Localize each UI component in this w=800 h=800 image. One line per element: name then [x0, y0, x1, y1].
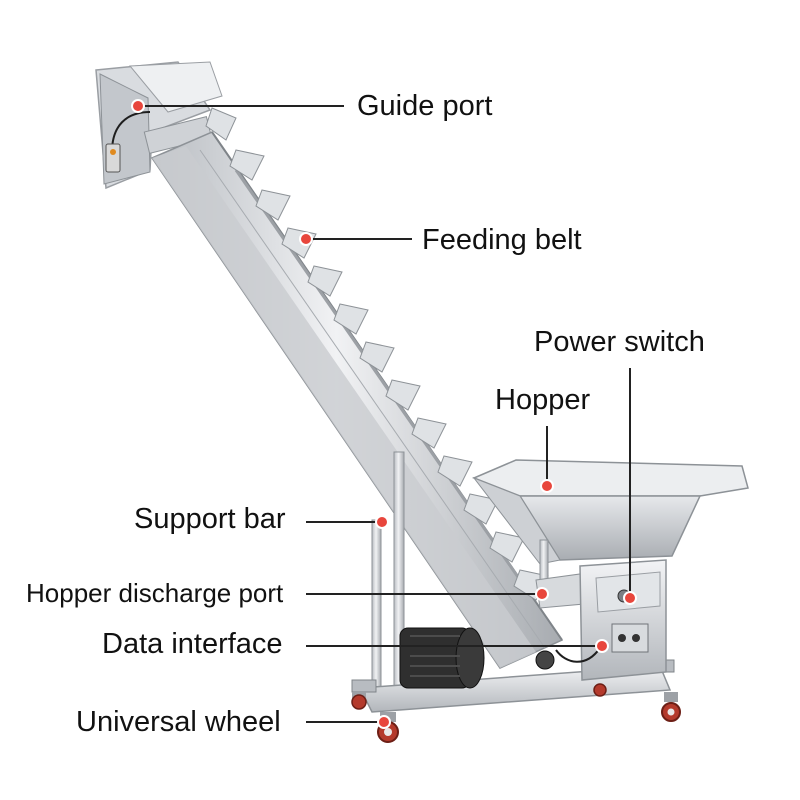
label-hopper-discharge-port: Hopper discharge port — [26, 578, 284, 608]
wheel-front-right — [661, 692, 681, 722]
wheel-back-left — [351, 692, 367, 710]
markers — [131, 99, 637, 729]
label-guide-port: Guide port — [357, 90, 493, 122]
label-feeding-belt: Feeding belt — [422, 224, 582, 256]
label-universal-wheel: Universal wheel — [76, 706, 281, 738]
label-power-switch: Power switch — [534, 326, 705, 358]
leader-lines — [138, 105, 631, 723]
marker-universal-wheel — [377, 715, 391, 729]
marker-support-bar — [375, 515, 389, 529]
label-data-interface: Data interface — [102, 628, 283, 660]
marker-guide-port — [131, 99, 145, 113]
marker-hopper — [540, 479, 554, 493]
wheel-back-right — [593, 683, 607, 697]
marker-data-interface — [595, 639, 609, 653]
label-support-bar: Support bar — [134, 503, 286, 535]
marker-power-switch — [623, 591, 637, 605]
label-hopper: Hopper — [495, 384, 591, 416]
marker-hopper-discharge-port — [535, 587, 549, 601]
marker-feeding-belt — [299, 232, 313, 246]
